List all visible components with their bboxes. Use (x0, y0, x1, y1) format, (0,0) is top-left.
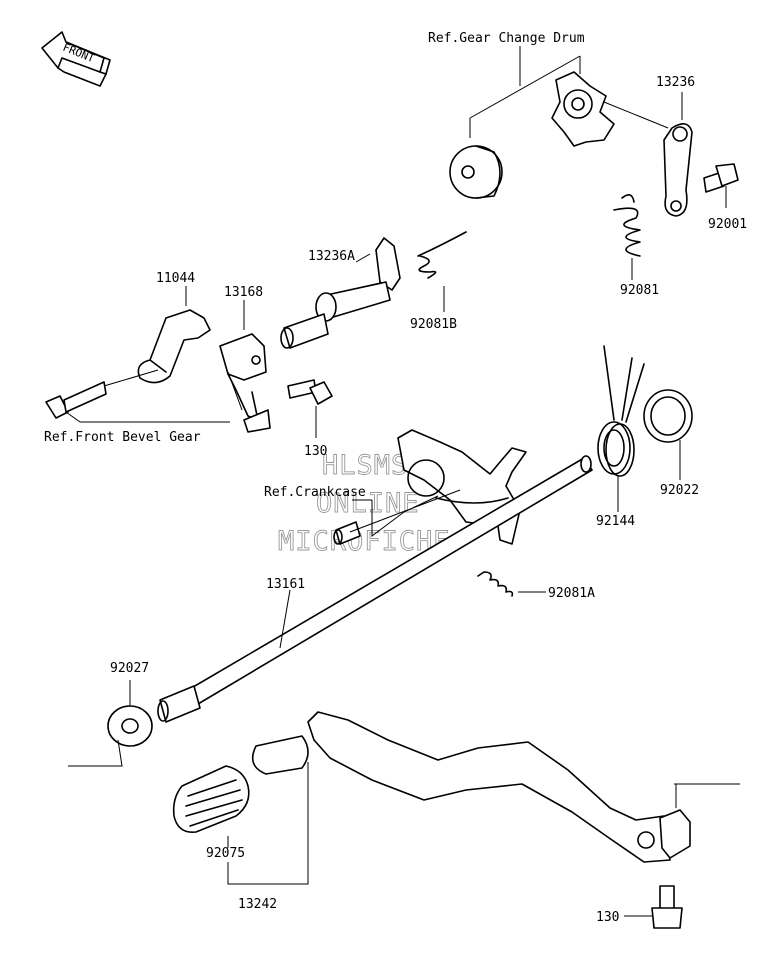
label-ref-front-bevel-gear: Ref.Front Bevel Gear (44, 430, 201, 445)
label-ref-crankcase: Ref.Crankcase (264, 485, 366, 500)
part-92022 (643, 389, 693, 480)
label-92144: 92144 (596, 514, 635, 529)
watermark-line-3: MICROFICHE (278, 526, 451, 557)
part-92081 (613, 194, 641, 280)
label-92075: 92075 (206, 846, 245, 861)
label-92001: 92001 (708, 217, 747, 232)
drum-cam-part (449, 145, 503, 199)
part-92075-rubber (172, 735, 309, 885)
label-130-upper: 130 (304, 444, 327, 459)
gear-change-drum-leader (469, 46, 581, 138)
star-cam-part (551, 71, 615, 147)
part-13168 (219, 300, 271, 433)
front-arrow-icon: FRONT (41, 31, 111, 87)
label-92027: 92027 (110, 661, 149, 676)
label-92081: 92081 (620, 283, 659, 298)
part-92081b (417, 231, 467, 312)
part-130-upper (287, 379, 333, 438)
part-92144 (597, 345, 645, 512)
label-13161: 13161 (266, 577, 305, 592)
label-92081a: 92081A (548, 586, 595, 601)
part-13242-pedal (307, 711, 740, 863)
part-130-lower (624, 885, 683, 929)
part-13161 (157, 455, 593, 723)
label-130-lower: 130 (596, 910, 619, 925)
part-92027 (68, 680, 153, 767)
label-13242: 13242 (238, 897, 277, 912)
part-92081a (477, 571, 546, 597)
part-11044 (137, 286, 211, 384)
label-13236: 13236 (656, 75, 695, 90)
watermark: HLSMS ONLINE MICROFICHE (278, 450, 451, 558)
crankcase-ref-part (333, 489, 461, 545)
watermark-line-1: HLSMS (322, 450, 408, 481)
label-13236a: 13236A (308, 249, 355, 264)
part-92001 (703, 163, 739, 208)
front-bevel-bolt (45, 369, 243, 423)
part-13236a (280, 237, 401, 349)
label-13168: 13168 (224, 285, 263, 300)
label-ref-gear-change-drum: Ref.Gear Change Drum (428, 31, 585, 46)
part-13236 (603, 101, 693, 217)
label-92081b: 92081B (410, 317, 457, 332)
label-92022: 92022 (660, 483, 699, 498)
label-11044: 11044 (156, 271, 195, 286)
